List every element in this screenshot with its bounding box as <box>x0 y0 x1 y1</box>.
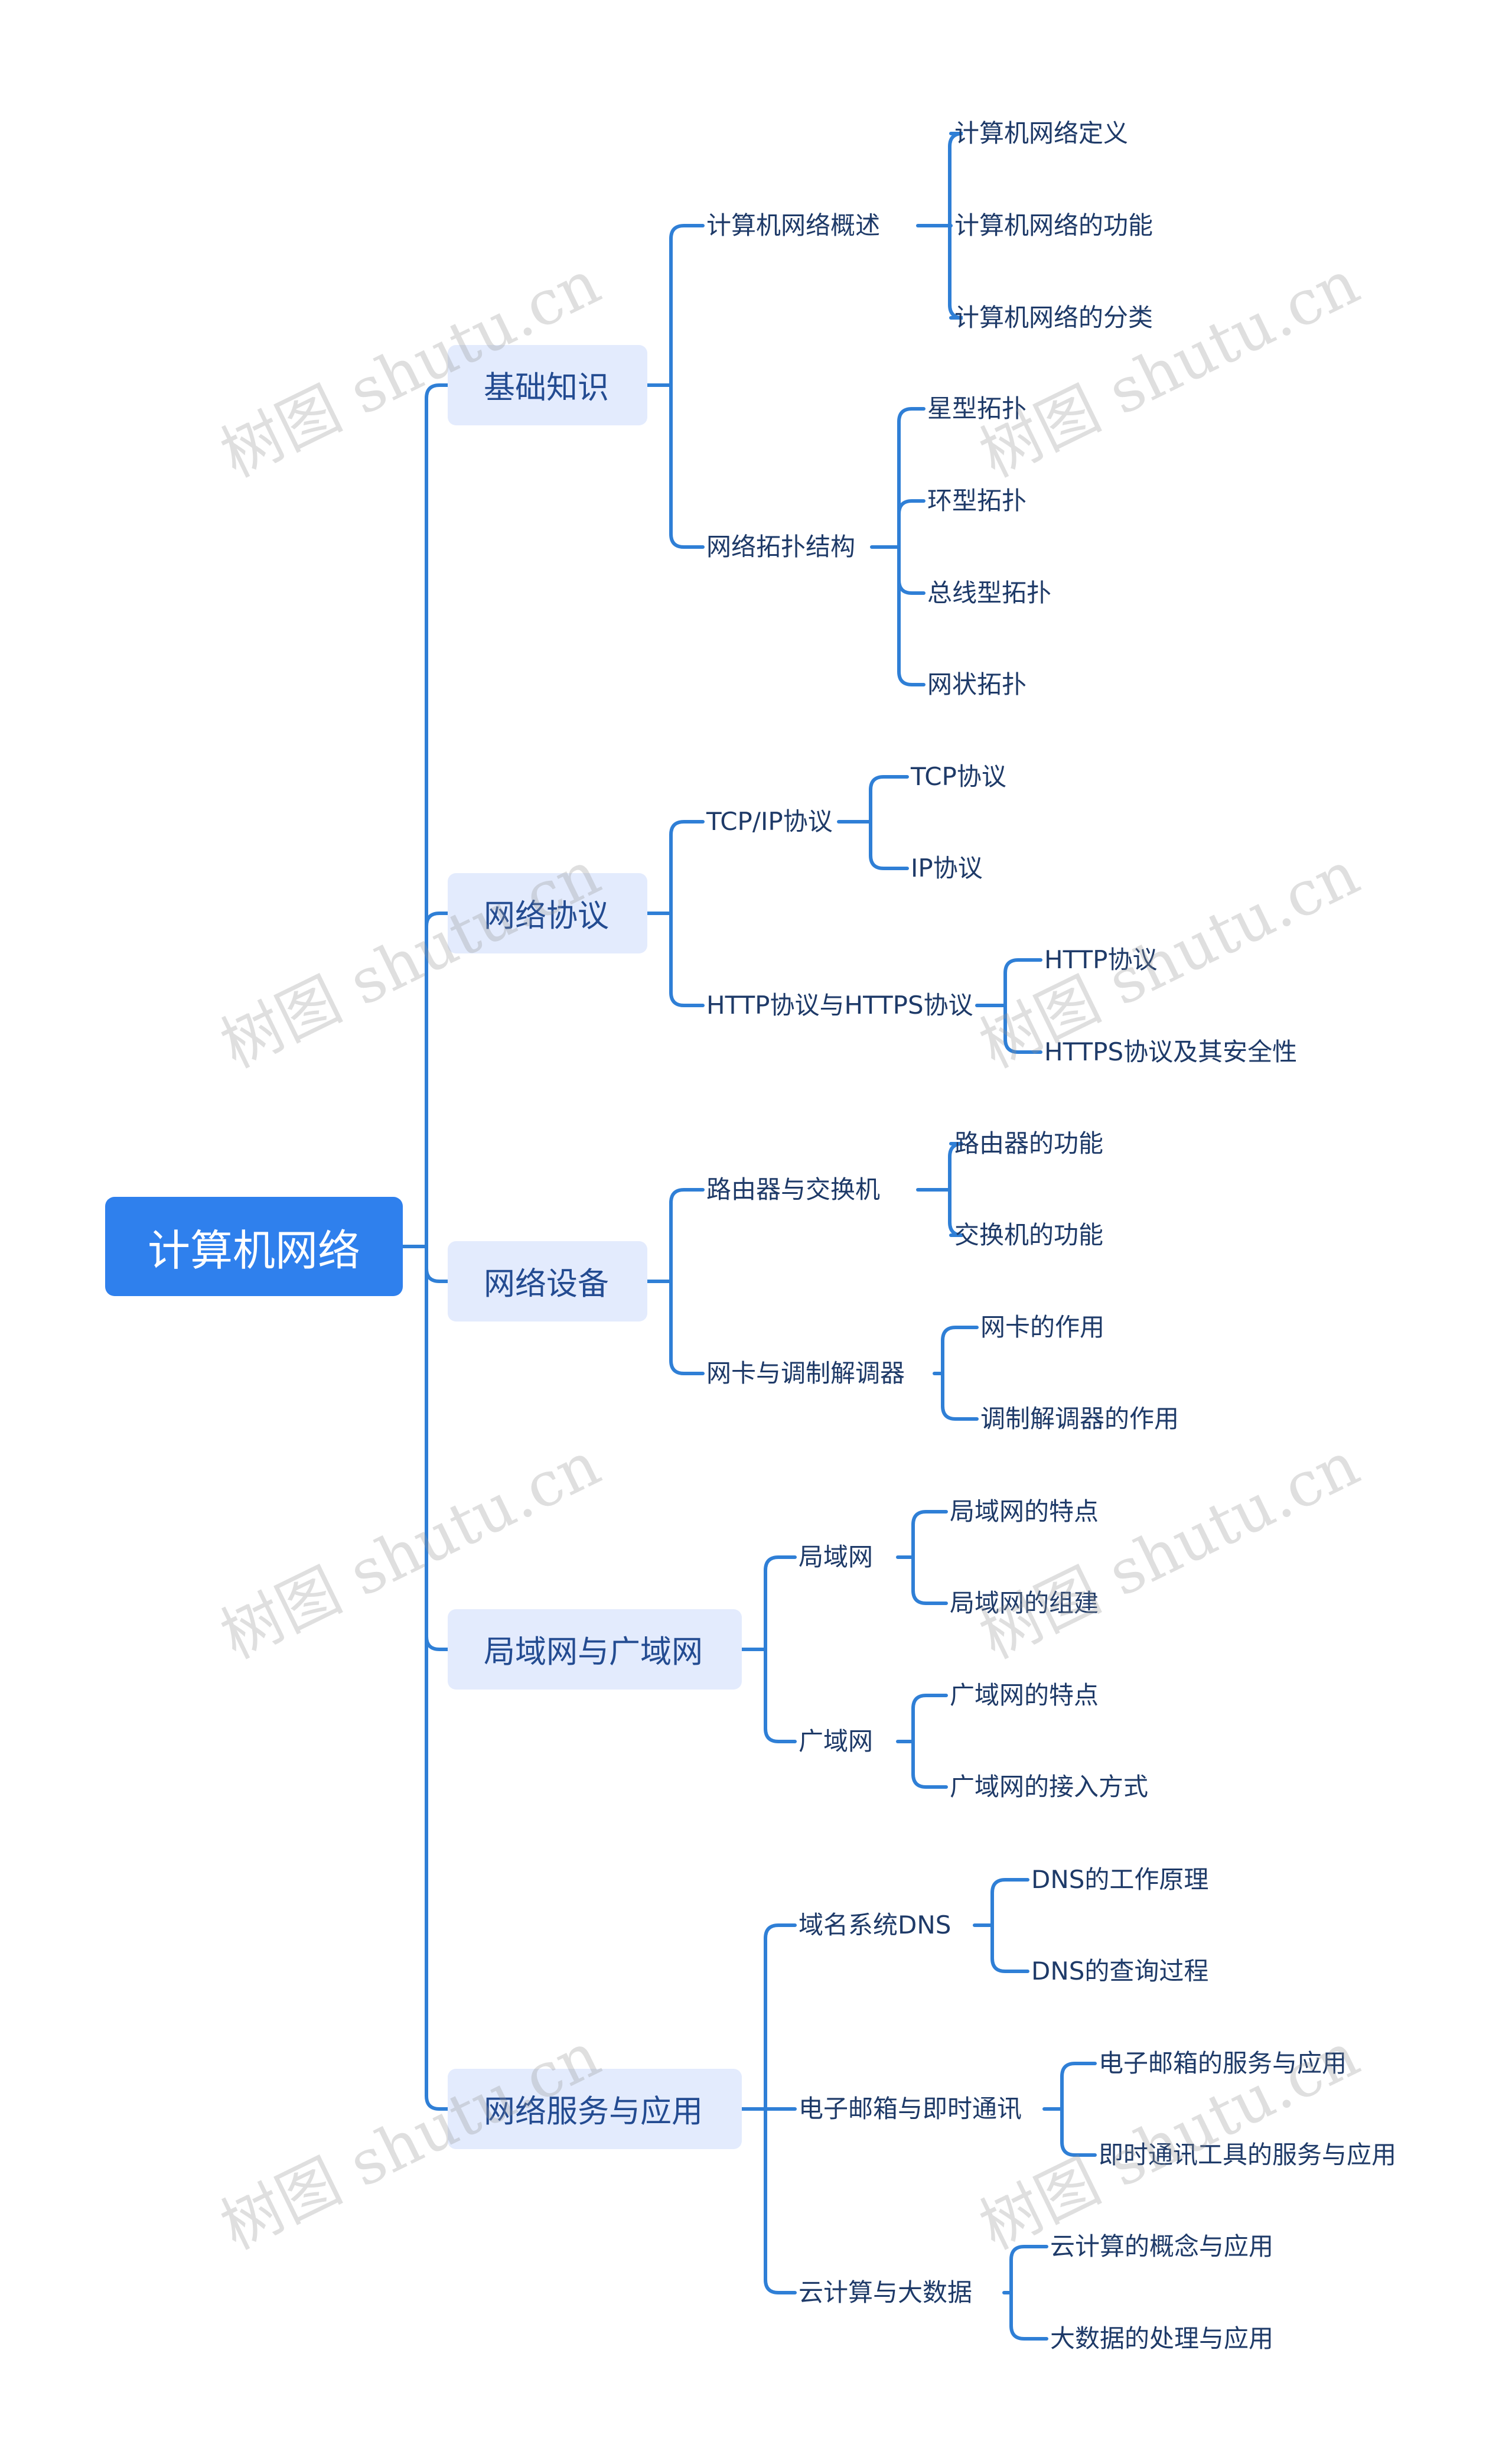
topic-connector-branch <box>1003 1004 1042 1054</box>
branch-node[interactable]: 网络服务与应用 <box>448 2069 742 2149</box>
branch-node[interactable]: 基础知识 <box>448 345 647 425</box>
leaf-node[interactable]: 大数据的处理与应用 <box>1050 2324 1274 2353</box>
leaf-node[interactable]: 广域网的特点 <box>950 1681 1099 1710</box>
topic-connector-branch <box>869 820 909 870</box>
topic-connector-branch <box>1009 2245 1048 2294</box>
branch-connector-branch <box>764 2107 797 2294</box>
topic-node[interactable]: 网卡与调制解调器 <box>706 1359 905 1388</box>
branch-node[interactable]: 网络协议 <box>448 873 647 953</box>
branch-connector-branch <box>764 1923 797 2111</box>
topic-connector-branch <box>948 1142 963 1192</box>
leaf-node[interactable]: 云计算的概念与应用 <box>1050 2232 1274 2261</box>
topic-connector-branch <box>897 545 926 686</box>
root-connector-branch <box>425 1245 449 1651</box>
leaf-node[interactable]: 局域网的组建 <box>950 1589 1099 1617</box>
topic-connector-branch <box>948 132 963 227</box>
branch-connector-branch <box>669 383 705 549</box>
leaf-node[interactable]: 计算机网络的功能 <box>954 211 1153 240</box>
leaf-node[interactable]: 环型拓扑 <box>927 486 1027 515</box>
topic-node[interactable]: 局域网 <box>799 1542 874 1571</box>
leaf-node[interactable]: 即时通讯工具的服务与应用 <box>1099 2140 1397 2169</box>
root-node[interactable]: 计算机网络 <box>105 1197 403 1296</box>
topic-connector-branch <box>911 1510 948 1559</box>
topic-connector-branch <box>1009 2291 1048 2341</box>
topic-connector-branch <box>897 407 926 549</box>
leaf-node[interactable]: 广域网的接入方式 <box>950 1772 1149 1801</box>
root-connector-branch <box>425 1245 449 2111</box>
topic-connector-branch <box>948 1188 963 1237</box>
topic-node[interactable]: 电子邮箱与即时通讯 <box>799 2094 1022 2123</box>
leaf-node[interactable]: HTTP协议 <box>1044 945 1158 974</box>
leaf-node[interactable]: 网状拓扑 <box>927 670 1027 699</box>
topic-connector-branch <box>1060 2107 1097 2157</box>
leaf-node[interactable]: 网卡的作用 <box>980 1313 1105 1342</box>
branch-connector-branch <box>669 820 705 915</box>
leaf-node[interactable]: 计算机网络的分类 <box>954 303 1153 332</box>
leaf-node[interactable]: DNS的查询过程 <box>1031 1957 1209 1985</box>
topic-connector-branch <box>941 1326 979 1375</box>
leaf-node[interactable]: 计算机网络定义 <box>954 119 1129 148</box>
topic-node[interactable]: HTTP协议与HTTPS协议 <box>706 991 973 1020</box>
leaf-node[interactable]: 总线型拓扑 <box>927 578 1052 607</box>
topic-connector-branch <box>948 224 963 320</box>
leaf-node[interactable]: IP协议 <box>911 854 983 883</box>
topic-connector-branch <box>911 1740 948 1789</box>
topic-connector-branch <box>911 1694 948 1743</box>
topic-connector-branch <box>911 1555 948 1605</box>
leaf-node[interactable]: 星型拓扑 <box>927 394 1027 423</box>
topic-node[interactable]: 域名系统DNS <box>799 1910 951 1939</box>
topic-node[interactable]: 网络拓扑结构 <box>706 532 856 561</box>
root-connector-branch <box>425 1245 449 1283</box>
topic-connector-branch <box>1060 2062 1097 2111</box>
leaf-node[interactable]: HTTPS协议及其安全性 <box>1044 1037 1298 1066</box>
branch-connector-branch <box>764 1555 797 1651</box>
branch-connector-branch <box>669 1280 705 1375</box>
topic-connector-branch <box>869 775 909 823</box>
topic-connector-branch <box>897 545 926 595</box>
root-connector-branch <box>425 912 449 1248</box>
branch-connector-branch <box>669 224 705 387</box>
leaf-node[interactable]: DNS的工作原理 <box>1031 1865 1209 1894</box>
branch-node[interactable]: 局域网与广域网 <box>448 1609 742 1690</box>
leaf-node[interactable]: 调制解调器的作用 <box>980 1404 1179 1433</box>
topic-node[interactable]: 计算机网络概述 <box>706 211 881 240</box>
topic-connector-branch <box>990 1878 1029 1927</box>
topic-node[interactable]: 云计算与大数据 <box>799 2278 973 2307</box>
root-connector-branch <box>425 383 449 1248</box>
topic-connector-branch <box>941 1372 979 1421</box>
leaf-node[interactable]: 路由器的功能 <box>954 1129 1104 1158</box>
topic-connector-branch <box>1003 958 1042 1007</box>
leaf-node[interactable]: 交换机的功能 <box>954 1220 1104 1249</box>
branch-connector-branch <box>764 1648 797 1743</box>
branch-node[interactable]: 网络设备 <box>448 1241 647 1321</box>
topic-connector-branch <box>897 499 926 549</box>
leaf-node[interactable]: TCP协议 <box>911 762 1006 791</box>
topic-node[interactable]: 路由器与交换机 <box>706 1175 881 1204</box>
branch-connector-branch <box>669 1188 705 1283</box>
topic-node[interactable]: TCP/IP协议 <box>706 807 833 836</box>
leaf-node[interactable]: 电子邮箱的服务与应用 <box>1099 2049 1347 2078</box>
branch-connector-branch <box>669 912 705 1007</box>
leaf-node[interactable]: 局域网的特点 <box>950 1497 1099 1526</box>
topic-node[interactable]: 广域网 <box>799 1727 874 1756</box>
topic-connector-branch <box>990 1923 1029 1973</box>
